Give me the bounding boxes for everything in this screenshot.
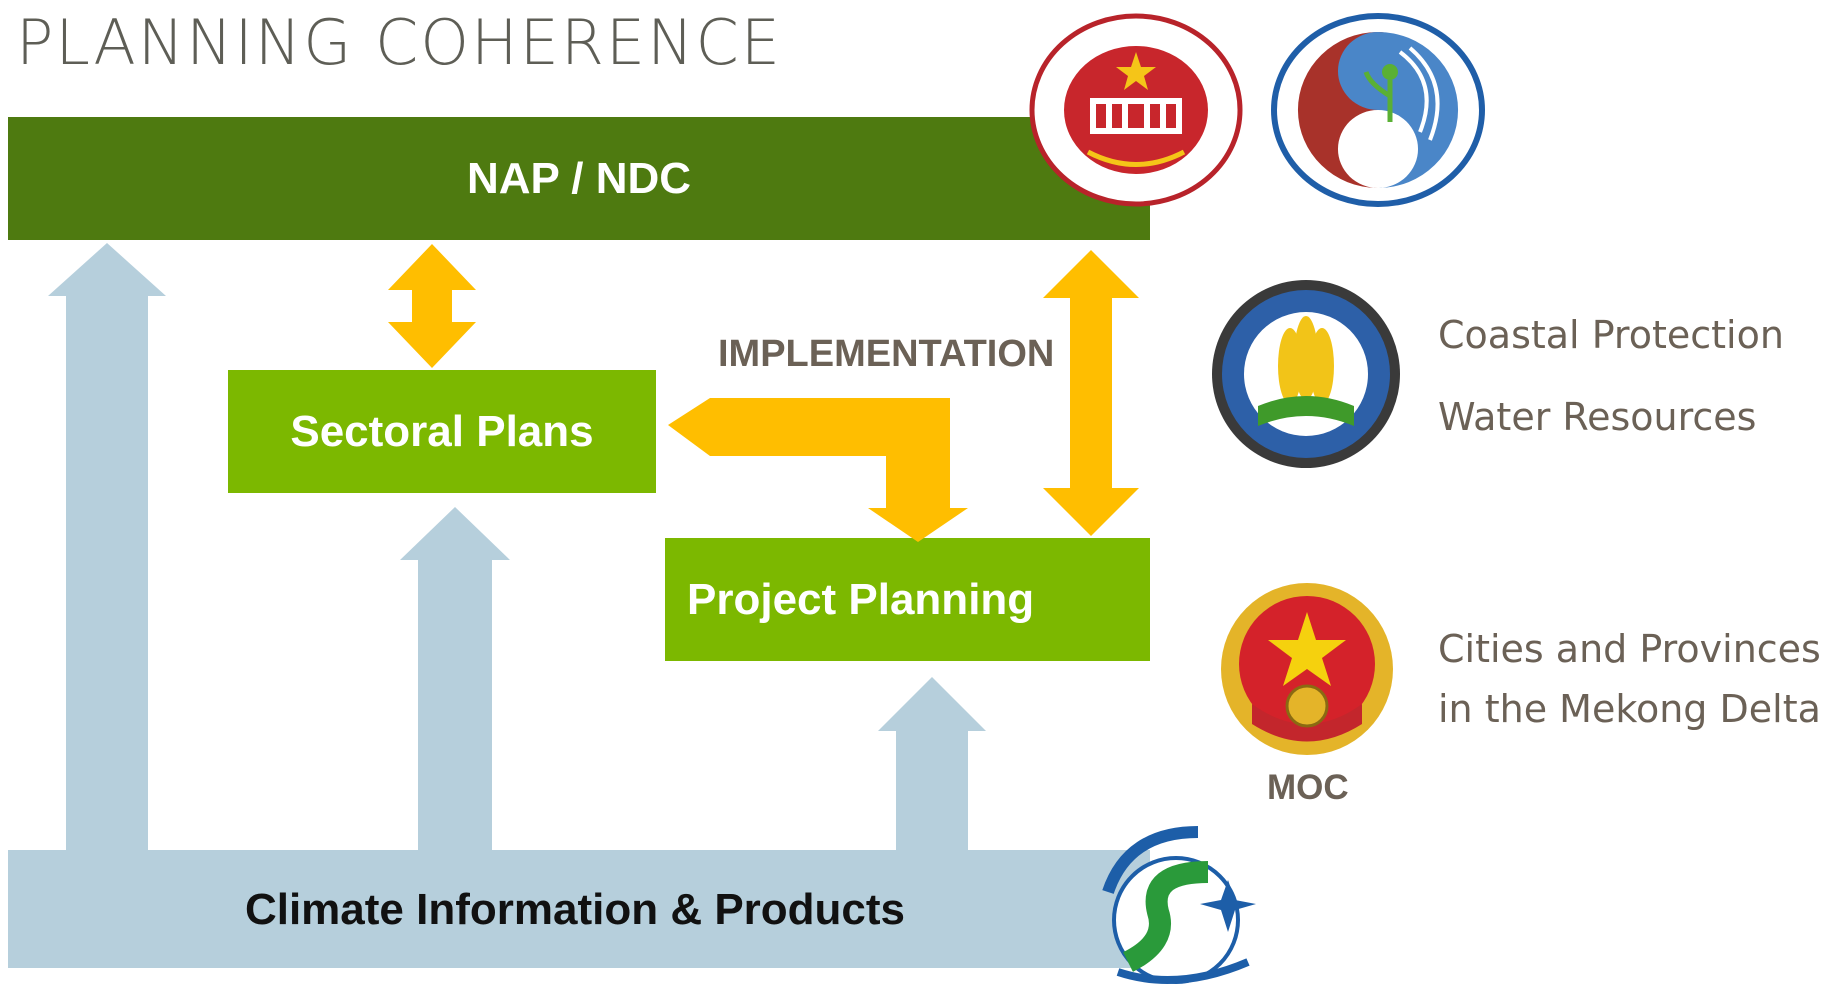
blue-up-arrow-left bbox=[48, 243, 166, 866]
nap-ndc-box bbox=[8, 117, 1150, 240]
sectoral-plans-box bbox=[228, 370, 656, 493]
project-planning-label: Project Planning bbox=[687, 574, 1035, 624]
page-title: PLANNING COHERENCE bbox=[16, 6, 782, 79]
nap-ndc-label: NAP / NDC bbox=[466, 153, 692, 203]
water-resources-label: Water Resources bbox=[1438, 395, 1757, 439]
climate-info-bar bbox=[8, 850, 1150, 968]
weather-service-logo bbox=[1102, 826, 1256, 984]
orange-bent-arrow-implementation bbox=[668, 398, 968, 542]
implementation-label: IMPLEMENTATION bbox=[718, 333, 1055, 375]
vietnam-emblem-logo bbox=[1221, 583, 1393, 755]
moc-label: MOC bbox=[1267, 768, 1349, 807]
mpi-logo bbox=[1029, 13, 1243, 207]
coastal-protection-label: Coastal Protection bbox=[1438, 313, 1784, 357]
sectoral-plans-label: Sectoral Plans bbox=[290, 406, 594, 456]
monre-logo bbox=[1271, 13, 1485, 207]
project-planning-box bbox=[665, 538, 1150, 661]
cities-provinces-label: Cities and Provinces bbox=[1438, 627, 1821, 671]
blue-up-arrow-right bbox=[878, 677, 986, 866]
mekong-delta-label: in the Mekong Delta bbox=[1438, 687, 1821, 731]
blue-up-arrow-middle bbox=[400, 507, 510, 866]
orange-double-arrow-nap-sectoral bbox=[388, 244, 476, 368]
orange-double-arrow-nap-project bbox=[1043, 250, 1139, 536]
mard-logo bbox=[1212, 280, 1400, 468]
climate-info-label: Climate Information & Products bbox=[244, 885, 906, 934]
